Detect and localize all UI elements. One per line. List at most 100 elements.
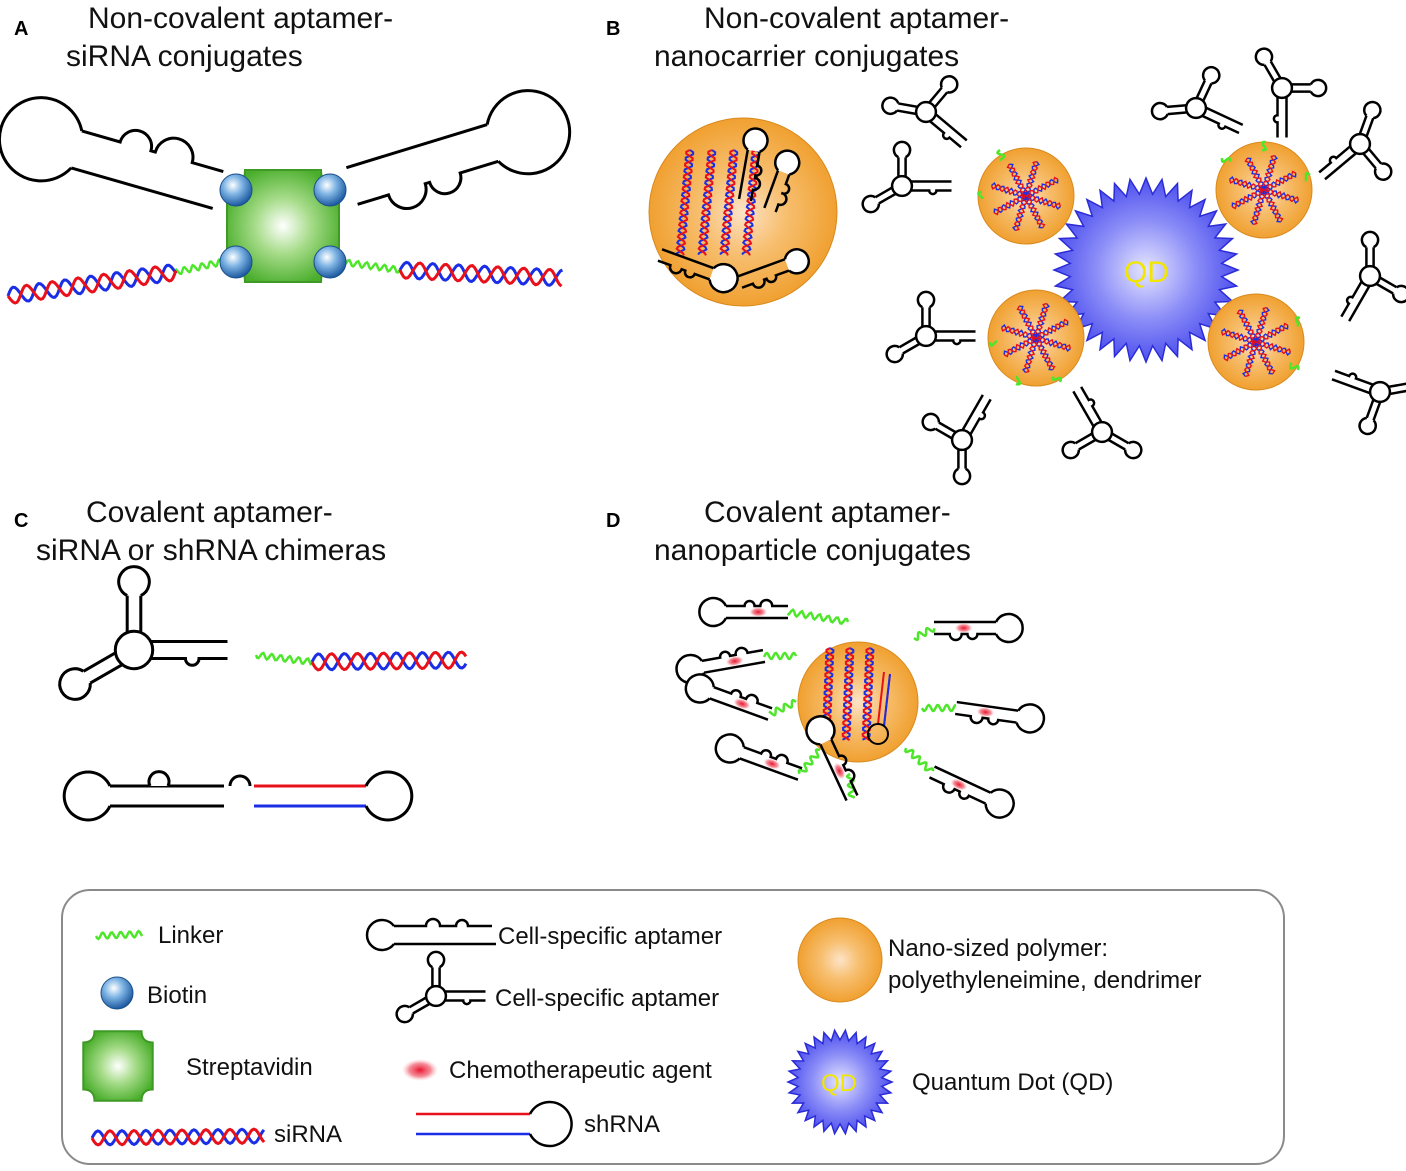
legend-frame <box>61 889 1285 1165</box>
legend-qd-icon-label: QD <box>821 1070 857 1097</box>
chimera-aptamer-loop <box>62 770 112 822</box>
loaded-sirna <box>719 149 739 256</box>
loaded-shrna-blue <box>883 673 891 727</box>
aptamer-strand <box>1080 386 1103 423</box>
aptamer-arm <box>952 449 972 486</box>
aptamer-arm-loop <box>916 290 936 309</box>
panel-d-aptamer-with-drug <box>698 596 788 628</box>
aptamer-arm-loop <box>1360 230 1380 249</box>
legend-symbols: QD <box>82 917 894 1148</box>
aptamer-arm <box>892 140 912 177</box>
sirna-red-strand <box>398 261 563 288</box>
aptamer-strand <box>703 660 766 674</box>
aptamer-strand <box>830 738 859 796</box>
aptamer-strand <box>1072 390 1095 428</box>
aptamer-strand <box>1324 152 1357 181</box>
aptamer-junction-fill <box>427 987 445 1005</box>
sirna-blue-strand <box>841 647 855 741</box>
aptamer-strand <box>929 120 962 149</box>
legend-aptamer-branched-icon <box>395 950 486 1024</box>
panel-b-diagram: QD <box>648 47 1406 486</box>
panel-b-linker <box>988 340 998 347</box>
aptamer-arm-strands <box>898 336 921 355</box>
panel-d-title-line1: Covalent aptamer- <box>704 496 951 529</box>
panel-a-biotin <box>313 173 347 207</box>
legend-aptamer-hairpin-icon <box>365 917 496 952</box>
panel-d-linker <box>762 651 798 661</box>
aptamer-loop <box>0 96 84 183</box>
loaded-sirna <box>1223 322 1289 362</box>
aptamer-loop <box>994 612 1024 644</box>
aptamer-strand <box>956 700 1019 712</box>
legend-chemo-label: Chemotherapeutic agent <box>449 1057 712 1084</box>
aptamer-arm-loop <box>395 1004 415 1024</box>
panel-b-large-polymer <box>648 117 838 307</box>
panel-b-branched-aptamer <box>1150 65 1244 135</box>
sirna-red-strand <box>90 1127 266 1147</box>
panel-b-branched-aptamer <box>1331 369 1406 436</box>
aptamer-strand <box>969 398 992 436</box>
aptamer-strand <box>445 999 486 1006</box>
panel-a-title-line2: siRNA conjugates <box>66 40 303 73</box>
legend-sirna-icon <box>90 1127 266 1147</box>
panel-a-linker-right <box>340 258 401 274</box>
aptamer-strand <box>911 189 952 196</box>
aptamer-strand <box>661 248 715 270</box>
aptamer-junction-fill <box>1351 135 1369 153</box>
panel-a-title-line1: Non-covalent aptamer- <box>88 2 393 35</box>
legend-biotin-label: Biotin <box>147 982 207 1009</box>
aptamer-arm-strands <box>1291 83 1311 93</box>
chimera-bulges <box>147 770 252 787</box>
legend-sirna-label: siRNA <box>274 1121 342 1148</box>
panel-c-heading: C Covalent aptamer- siRNA or shRNA chime… <box>14 496 386 567</box>
loaded-sirna <box>1231 170 1297 210</box>
aptamer-strand <box>935 339 976 346</box>
panel-d-linker <box>913 626 936 641</box>
panel-a-linker-left <box>174 258 223 276</box>
panel-d-diagram <box>675 596 1046 819</box>
quantum-dot-label: QD <box>1124 256 1169 289</box>
aptamer-arm-loop <box>921 412 941 432</box>
aptamer-arm-strands <box>1166 103 1188 116</box>
aptamer-strand <box>357 159 499 210</box>
aptamer-arm-loop <box>1201 65 1221 85</box>
aptamer-arm-strands <box>1263 60 1282 83</box>
aptamer-arm <box>395 996 431 1024</box>
aptamer-junction-fill <box>917 103 935 121</box>
aptamer-strand <box>934 765 992 794</box>
panel-b-heading: B Non-covalent aptamer- nanocarrier conj… <box>606 2 1009 73</box>
legend-shrna-label: shRNA <box>584 1111 660 1138</box>
panel-b-title-line1: Non-covalent aptamer- <box>704 2 1009 35</box>
aptamer-strand <box>954 712 1017 726</box>
aptamer-arm-loop <box>117 565 151 597</box>
aptamer-arm-loop <box>881 96 900 116</box>
panel-d-letter: D <box>606 510 620 532</box>
aptamer-strand <box>81 128 224 173</box>
aptamer-arm <box>1291 78 1328 98</box>
aptamer-arm <box>1195 65 1221 102</box>
aptamer-strand <box>737 149 750 200</box>
loaded-sirna <box>697 149 717 256</box>
sirna-red-strand <box>310 650 468 672</box>
aptamer-loop <box>984 788 1015 819</box>
aptamer-arm-loop <box>1150 101 1169 121</box>
aptamer-arm-strands <box>82 651 124 685</box>
panel-b-linker <box>1294 316 1301 327</box>
aptamer-arm-strands <box>408 996 431 1015</box>
aptamer-arm-strands <box>431 967 441 987</box>
panel-b-title-line2: nanocarrier conjugates <box>654 40 959 73</box>
sirna-red-strand <box>6 265 178 305</box>
panel-d-aptamer-with-drug <box>934 612 1024 644</box>
aptamer-strand <box>1348 285 1371 322</box>
panel-d-linker <box>786 608 850 626</box>
aptamer-loop <box>684 673 716 704</box>
aptamer-strand <box>709 697 769 721</box>
panel-c-branched-aptamer <box>58 565 228 701</box>
aptamer-loop <box>365 918 395 952</box>
aptamer-junction-fill <box>917 327 935 345</box>
aptamer-arm-strands <box>897 157 907 177</box>
aptamer-junction-fill <box>1371 383 1389 401</box>
panel-a-diagram <box>0 89 572 305</box>
aptamer-arm <box>1388 382 1406 396</box>
